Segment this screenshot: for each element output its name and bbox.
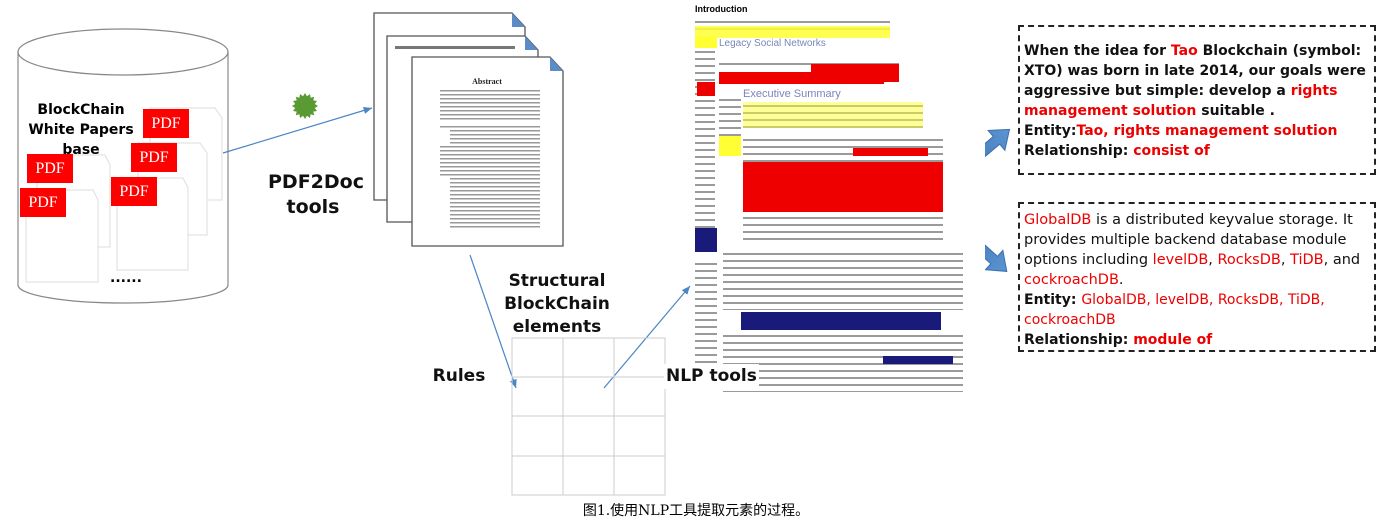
database-label: BlockChain White Papers base	[28, 102, 134, 158]
entity-values: GlobalDB, levelDB, RocksDB, TiDB, cockro…	[1024, 292, 1325, 328]
doc-text-line	[450, 226, 540, 228]
relationship-line: Relationship: consist of	[1024, 141, 1374, 161]
figure-caption: 图1.使用NLP工具提取元素的过程。	[582, 503, 810, 519]
example-box-2: GlobalDB is a distributed keyvalue stora…	[1018, 202, 1376, 352]
example-box-1: When the idea for Tao Blockchain (symbol…	[1018, 25, 1376, 175]
pdf-icon: PDF	[143, 109, 189, 138]
example-sentence: When the idea for Tao Blockchain (symbol…	[1024, 41, 1374, 121]
doc-text-line	[440, 146, 540, 148]
doc-text-line	[450, 198, 540, 200]
starburst-icon	[292, 93, 318, 119]
pdf-icon: PDF	[131, 143, 177, 172]
starburst-shape	[292, 93, 318, 119]
entity-values: Tao, rights management solution	[1076, 123, 1338, 139]
doc-text-line	[440, 126, 540, 128]
doc-text-line	[450, 214, 540, 216]
intro-heading: Introduction	[695, 4, 748, 14]
doc-text-line	[450, 142, 540, 144]
sentence-text: ,	[1208, 252, 1218, 268]
converted-documents	[373, 12, 564, 247]
doc-text-line	[440, 98, 540, 100]
doc-text-line	[440, 118, 540, 120]
relationship-value: consist of	[1133, 143, 1210, 159]
doc-text-line	[450, 202, 540, 204]
doc-text-line	[450, 186, 540, 188]
nlp-tools-label: NLP tools	[664, 364, 759, 389]
pdf-icon: PDF	[20, 188, 66, 217]
sentence-text: When the idea for	[1024, 43, 1171, 59]
doc-text-line	[440, 110, 540, 112]
doc-text-line	[450, 134, 540, 136]
doc-text-line	[450, 218, 540, 220]
entity-highlight: rights management solution	[1024, 83, 1338, 119]
arrow-docs-to-rules	[469, 254, 517, 389]
relationship-value: module of	[1133, 332, 1213, 348]
doc-text-line	[440, 170, 540, 172]
doc-text-line	[450, 138, 540, 140]
doc-text-line	[440, 162, 540, 164]
doc-text-line	[450, 190, 540, 192]
doc-text-line	[450, 182, 540, 184]
doc-text-line	[450, 210, 540, 212]
doc-text-line	[450, 194, 540, 196]
structural-elements-label: Structural BlockChain elements	[504, 271, 610, 337]
sentence-text: .	[1118, 272, 1124, 288]
doc-text-line	[440, 150, 540, 152]
abstract-heading: Abstract	[472, 77, 502, 86]
rules-label: Rules	[432, 366, 486, 386]
legacy-heading: Legacy Social Networks	[719, 38, 826, 49]
doc-text-line	[440, 102, 540, 104]
doc-text-line	[450, 178, 540, 180]
doc-text-line	[440, 174, 540, 176]
doc-text-line	[440, 166, 540, 168]
doc-text-line	[440, 154, 540, 156]
entity-label: Entity:	[1024, 123, 1077, 139]
entity-label: Entity:	[1024, 292, 1082, 308]
sentence-text: is a distributed keyvalue storage. It pr…	[1024, 212, 1353, 268]
arrow-rules-to-nlp	[603, 285, 691, 389]
doc-text-line	[450, 222, 540, 224]
ellipsis: ......	[110, 270, 142, 286]
doc-text-line	[450, 130, 540, 132]
example-sentence: GlobalDB is a distributed keyvalue stora…	[1024, 210, 1374, 290]
document-preview: Introduction Legacy Social Networks Exec…	[693, 0, 985, 440]
pdf2doc-label: PDF2Doc tools	[268, 171, 364, 218]
doc-text-line	[440, 114, 540, 116]
rules-grid	[511, 337, 666, 496]
sentence-text: Blockchain (symbol: XTO) was born in lat…	[1024, 43, 1366, 99]
relationship-label: Relationship:	[1024, 332, 1134, 348]
relationship-line: Relationship: module of	[1024, 330, 1374, 350]
pdf-icon: PDF	[111, 177, 157, 206]
entity-highlight: TiDB	[1290, 252, 1324, 268]
sentence-text: , and	[1323, 252, 1361, 268]
entity-highlight: RocksDB	[1217, 252, 1281, 268]
doc-text-line	[440, 90, 540, 92]
doc-text-line	[440, 158, 540, 160]
entity-highlight: GlobalDB	[1024, 212, 1092, 228]
sentence-text: ,	[1280, 252, 1291, 268]
entity-highlight: cockroachDB	[1024, 272, 1119, 288]
relationship-label: Relationship:	[1024, 143, 1134, 159]
arrow-db-to-docs	[222, 106, 373, 154]
exec-heading: Executive Summary	[743, 88, 841, 100]
sentence-text: suitable .	[1196, 103, 1275, 119]
entity-highlight: Tao	[1170, 43, 1198, 59]
doc-text-line	[450, 206, 540, 208]
entity-highlight: levelDB	[1152, 252, 1209, 268]
pdf-icon: PDF	[27, 154, 73, 183]
entity-line: Entity:Tao, rights management solution	[1024, 121, 1374, 141]
doc-text-line	[440, 106, 540, 108]
entity-line: Entity: GlobalDB, levelDB, RocksDB, TiDB…	[1024, 290, 1374, 330]
doc-text-line	[440, 94, 540, 96]
